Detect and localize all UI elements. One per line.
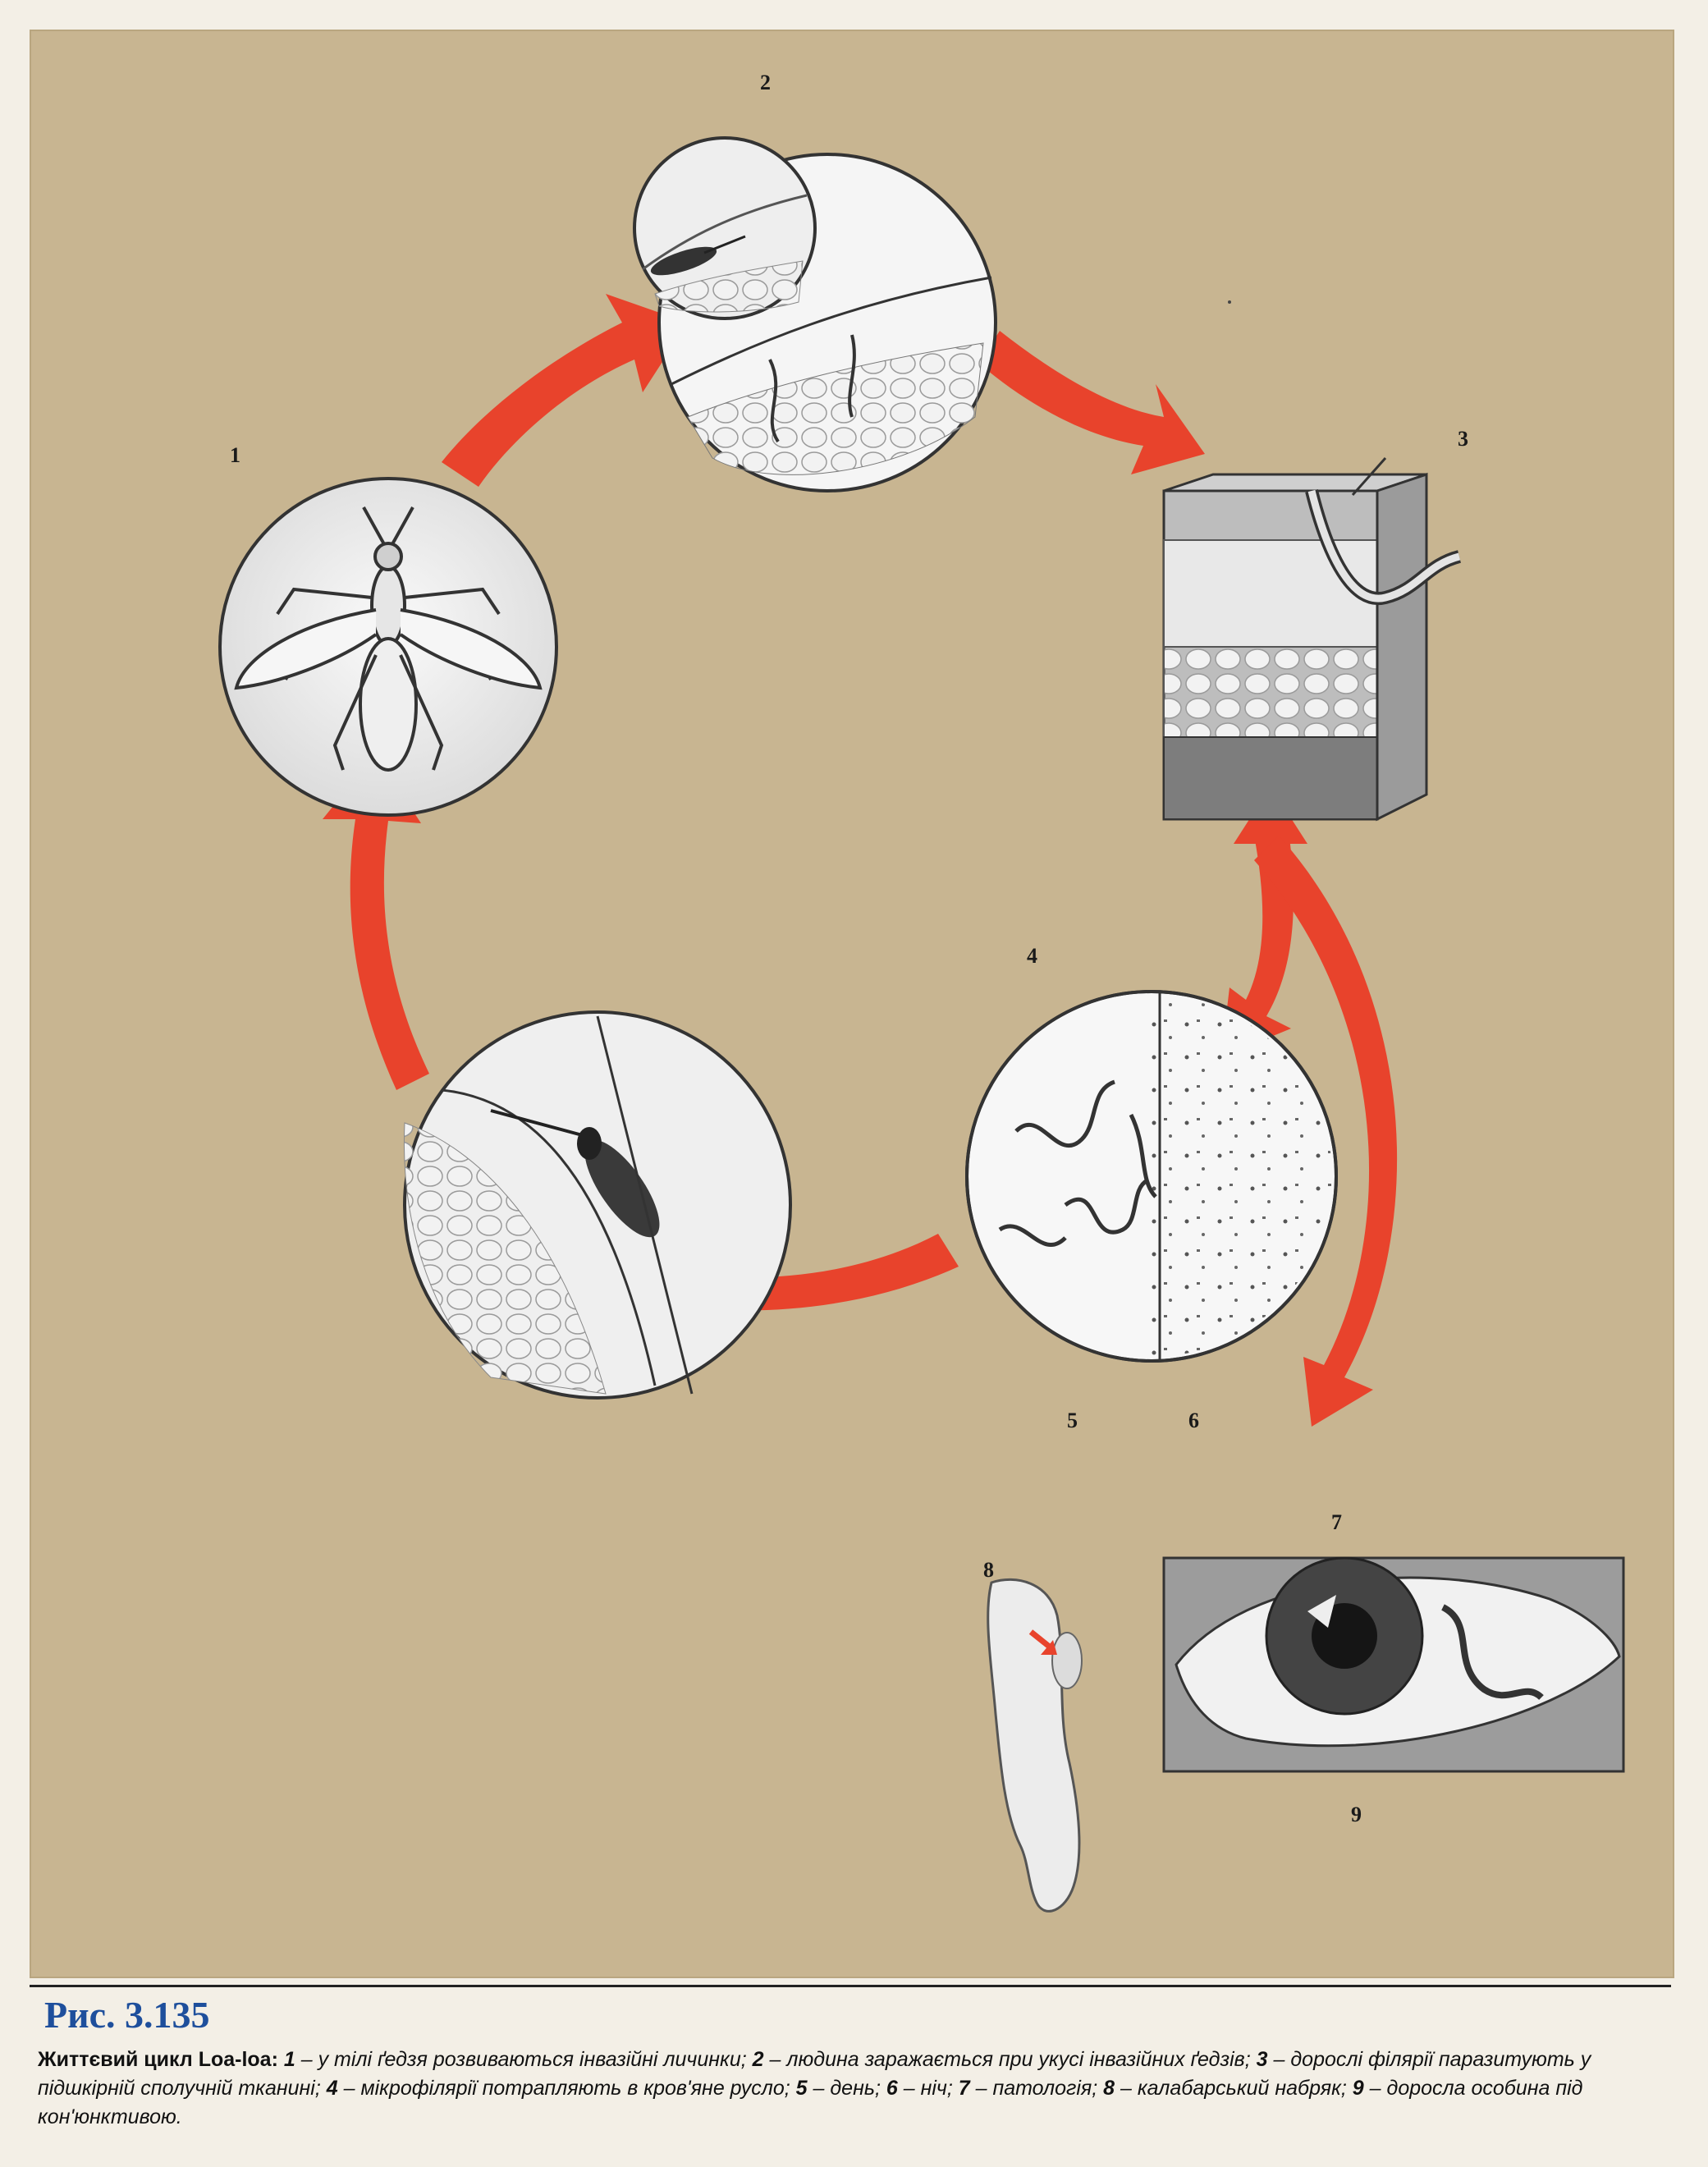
arrow-3-to-7	[1254, 836, 1398, 1427]
caption-item-3: 3 – дорослі філярії паразитують у підшкі…	[38, 2048, 1591, 2100]
stage-number-6: 6	[1188, 1409, 1199, 1432]
biting-fly-icon	[490, 1109, 660, 1238]
caption-item-6: 6 – ніч;	[886, 2077, 953, 2100]
arrow-1-to-2	[442, 294, 688, 487]
stage-number-5: 5	[1067, 1409, 1078, 1432]
caption-item-5: 5 – день;	[795, 2077, 881, 2100]
figure-caption: Життєвий цикл Loa-loa: 1 – у тілі ґедзя …	[38, 2046, 1671, 2132]
cycle-arrows	[323, 294, 1398, 1427]
caption-item-7: 7 – патологія;	[958, 2077, 1098, 2100]
stage-number-1: 1	[230, 443, 240, 467]
arrow-2-to-3	[979, 331, 1205, 474]
fly-icon	[234, 506, 543, 772]
arrow-lower-left-to-1	[323, 754, 429, 1090]
stage-number-9: 9	[1351, 1803, 1362, 1826]
stage-fly-on-skin	[403, 1010, 792, 1400]
lifecycle-diagram	[218, 136, 1625, 1913]
microfilaria-worms	[998, 1079, 1157, 1247]
stage-1-horsefly	[218, 477, 558, 817]
caption-title: Життєвий цикл Loa-loa:	[38, 2048, 278, 2071]
stage-2-bite	[633, 136, 997, 492]
bite-fly-icon	[650, 235, 746, 276]
arrow-4-to-lower-left	[614, 1234, 959, 1345]
stage-9-eye	[1162, 1556, 1625, 1773]
stage-number-4: 4	[1027, 944, 1037, 968]
stage-8-arm	[987, 1578, 1083, 1913]
stage-3-skin-block	[1162, 457, 1462, 822]
figure-label: Рис. 3.135	[44, 1994, 210, 2036]
caption-item-2: 2 – людина заражається при укусі інвазій…	[752, 2048, 1251, 2071]
stage-4-microfilariae	[965, 990, 1338, 1363]
stage-number-3: 3	[1458, 427, 1468, 451]
lifecycle-figure: 1 2 3 4 5 6 7 8 9	[30, 30, 1674, 1978]
caption-item-1: 1 – у тілі ґедзя розвиваються інвазійні …	[283, 2048, 747, 2071]
caption-item-8: 8 – калабарський набряк;	[1103, 2077, 1347, 2100]
stage-number-2: 2	[760, 71, 771, 94]
caption-divider	[30, 1985, 1671, 1987]
caption-item-9: 9 – доросла особина під кон'юнктивою.	[38, 2077, 1583, 2128]
caption-item-4: 4 – мікрофілярії потрапляють в кров'яне …	[326, 2077, 790, 2100]
stage-number-8: 8	[983, 1558, 994, 1582]
stage-number-7: 7	[1331, 1510, 1342, 1534]
